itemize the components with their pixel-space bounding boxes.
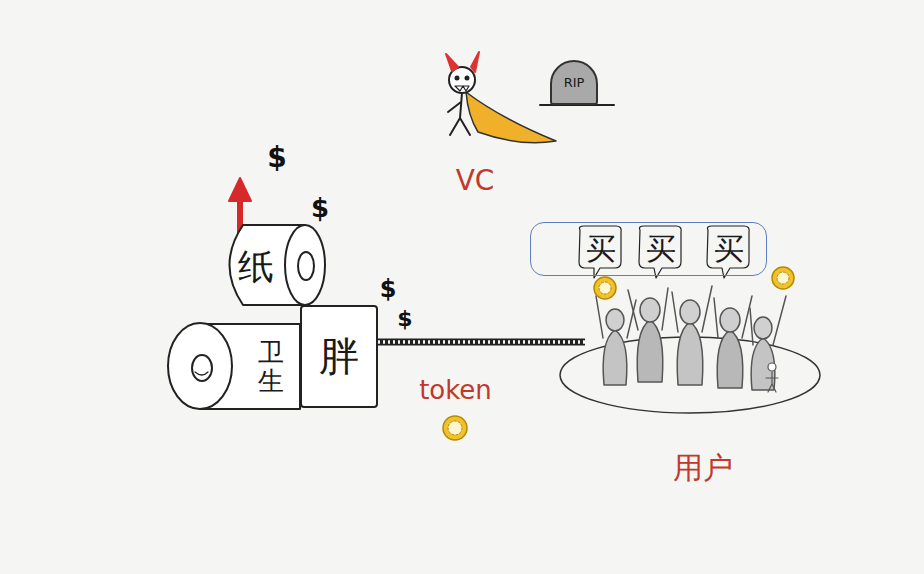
- person-head: [606, 309, 624, 331]
- roll-core-detail: [195, 372, 208, 375]
- node-text: 买: [586, 229, 616, 270]
- speech-cloud: 买买买: [530, 222, 767, 276]
- coin-disc: [594, 277, 616, 299]
- coin-disc: [443, 416, 467, 440]
- dollar-sign: $: [397, 306, 412, 331]
- speech-bubble: [707, 226, 749, 278]
- dollar-sign: $: [267, 141, 286, 174]
- node-text: 买: [714, 229, 744, 270]
- node-text: RIP: [564, 75, 585, 90]
- person-head: [640, 298, 660, 322]
- coin: [594, 277, 616, 299]
- person-body: [717, 330, 743, 388]
- connector-line: [378, 339, 585, 346]
- tombstone: RIP: [550, 60, 598, 105]
- coin-ring: [448, 421, 462, 435]
- speech-bubble: [579, 226, 621, 278]
- devil-eye: [466, 77, 469, 80]
- devil-fangs: [455, 86, 469, 91]
- tiny-person-head: [768, 363, 776, 371]
- speech-bubble: [639, 226, 681, 278]
- devil-horn: [471, 52, 479, 72]
- toilet-roll: 卫生: [246, 324, 296, 409]
- node-text: 纸: [238, 243, 274, 292]
- node-text: 卫生: [258, 338, 284, 395]
- devil-horn: [446, 54, 458, 71]
- devil-cape: [466, 92, 556, 143]
- roll-face: [285, 225, 325, 305]
- roll-face: [168, 323, 232, 409]
- toilet-roll: 纸: [222, 230, 290, 304]
- crowd: 用户: [585, 300, 820, 410]
- coin: [443, 416, 467, 440]
- devil-body: [448, 93, 470, 135]
- person-head: [754, 317, 772, 339]
- coin-disc: [772, 267, 794, 289]
- coin: [772, 267, 794, 289]
- person-head: [720, 308, 740, 332]
- person-arms: [750, 296, 786, 345]
- edge-label: token: [419, 375, 492, 405]
- node-text: 用户: [673, 448, 733, 489]
- roll-core: [298, 252, 314, 280]
- coin-ring: [777, 272, 789, 284]
- coin-ring: [599, 282, 611, 294]
- dollar-sign: $: [380, 275, 397, 303]
- node-text: 胖: [319, 329, 359, 384]
- roll-core: [192, 355, 212, 381]
- crowd-people: [596, 286, 786, 392]
- person-head: [680, 300, 700, 324]
- up-arrow-head: [229, 178, 251, 201]
- token-bar: [378, 342, 585, 343]
- tiny-person: [766, 372, 778, 392]
- connector-hatch: [378, 340, 585, 344]
- person-body: [637, 320, 663, 382]
- person-body: [603, 330, 627, 385]
- toilet-roll-standing: 胖: [300, 305, 378, 408]
- vc-label: VC: [456, 164, 495, 197]
- dollar-sign: $: [311, 193, 329, 223]
- node-text: 买: [646, 229, 676, 270]
- person-arms: [714, 296, 752, 338]
- person-body: [677, 322, 703, 385]
- devil-eye: [456, 77, 459, 80]
